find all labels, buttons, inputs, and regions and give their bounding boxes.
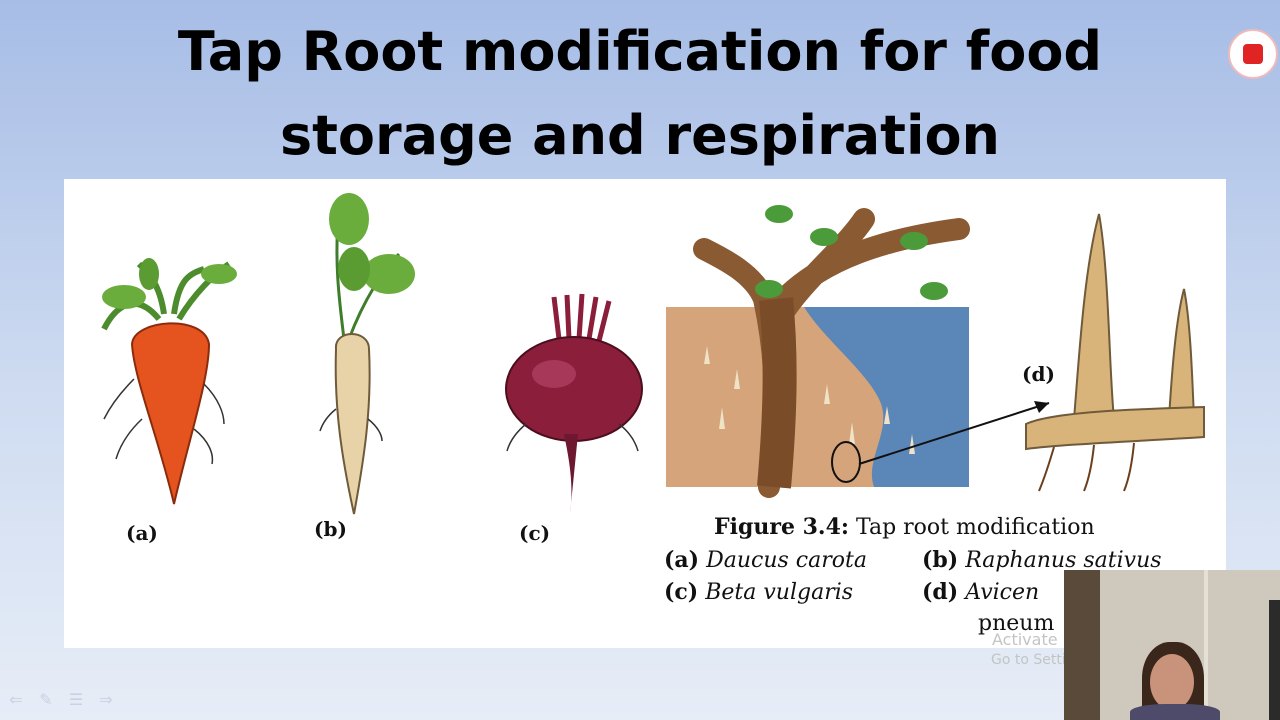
- activation-watermark-line2: Go to Setti: [991, 652, 1066, 668]
- slide-title-line1: Tap Root modification for food: [177, 20, 1103, 83]
- caption-row-2: (c) Beta vulgaris: [664, 579, 853, 605]
- slide-title-line2: storage and respiration: [279, 104, 1001, 167]
- slideshow-nav-controls: ⇐ ✎ ☰ ⇒: [6, 690, 136, 712]
- menu-icon[interactable]: ☰: [68, 690, 84, 709]
- caption-row-2b: (d) Avicen: [922, 579, 1039, 605]
- caption-row-1b: (b) Raphanus sativus: [922, 547, 1162, 573]
- caption-species-name: Avicen: [965, 580, 1040, 605]
- mangrove-illustration: [666, 205, 1205, 498]
- caption-row-1: (a) Daucus carota: [664, 547, 867, 573]
- carrot-illustration: [101, 258, 237, 505]
- webcam-person-face: [1150, 654, 1194, 710]
- beetroot-illustration: [505, 293, 643, 514]
- figure-caption-heading: Figure 3.4: Tap root modification: [714, 514, 1095, 540]
- radish-illustration: [319, 193, 415, 515]
- caption-key: (c): [664, 579, 699, 605]
- caption-figure-title: Tap root modification: [856, 515, 1095, 540]
- caption-species-name: Beta vulgaris: [705, 580, 854, 605]
- nav-prev-icon[interactable]: ⇐: [9, 690, 23, 709]
- record-stop-button[interactable]: [1228, 29, 1278, 79]
- nav-next-icon[interactable]: ⇒: [99, 690, 113, 709]
- label-d: (d): [1022, 362, 1055, 386]
- webcam-side-object: [1269, 600, 1280, 720]
- webcam-wall-edge: [1204, 570, 1208, 720]
- webcam-person-clothing: [1130, 704, 1220, 720]
- webcam-overlay: [1064, 570, 1280, 720]
- slide-title: Tap Root modification for food storage a…: [0, 10, 1280, 178]
- figure-illustration: [101, 193, 1205, 515]
- caption-row-3: pneum: [978, 611, 1055, 636]
- label-c: (c): [519, 521, 551, 545]
- figure-panel: (a) (b) (c) (d) Figure 3.4: Tap root mod…: [64, 179, 1226, 648]
- caption-key: (a): [664, 547, 700, 573]
- webcam-door-frame: [1064, 570, 1100, 720]
- pen-icon[interactable]: ✎: [39, 690, 53, 709]
- activation-watermark-line1: Activate: [992, 630, 1058, 649]
- label-a: (a): [126, 521, 158, 545]
- caption-key: (d): [922, 579, 959, 605]
- caption-key: (b): [922, 547, 959, 573]
- label-b: (b): [314, 517, 347, 541]
- record-stop-icon: [1243, 44, 1263, 64]
- caption-species-name: Daucus carota: [706, 548, 867, 573]
- caption-figure-number: Figure 3.4:: [714, 514, 849, 540]
- caption-species-name: Raphanus sativus: [965, 548, 1162, 573]
